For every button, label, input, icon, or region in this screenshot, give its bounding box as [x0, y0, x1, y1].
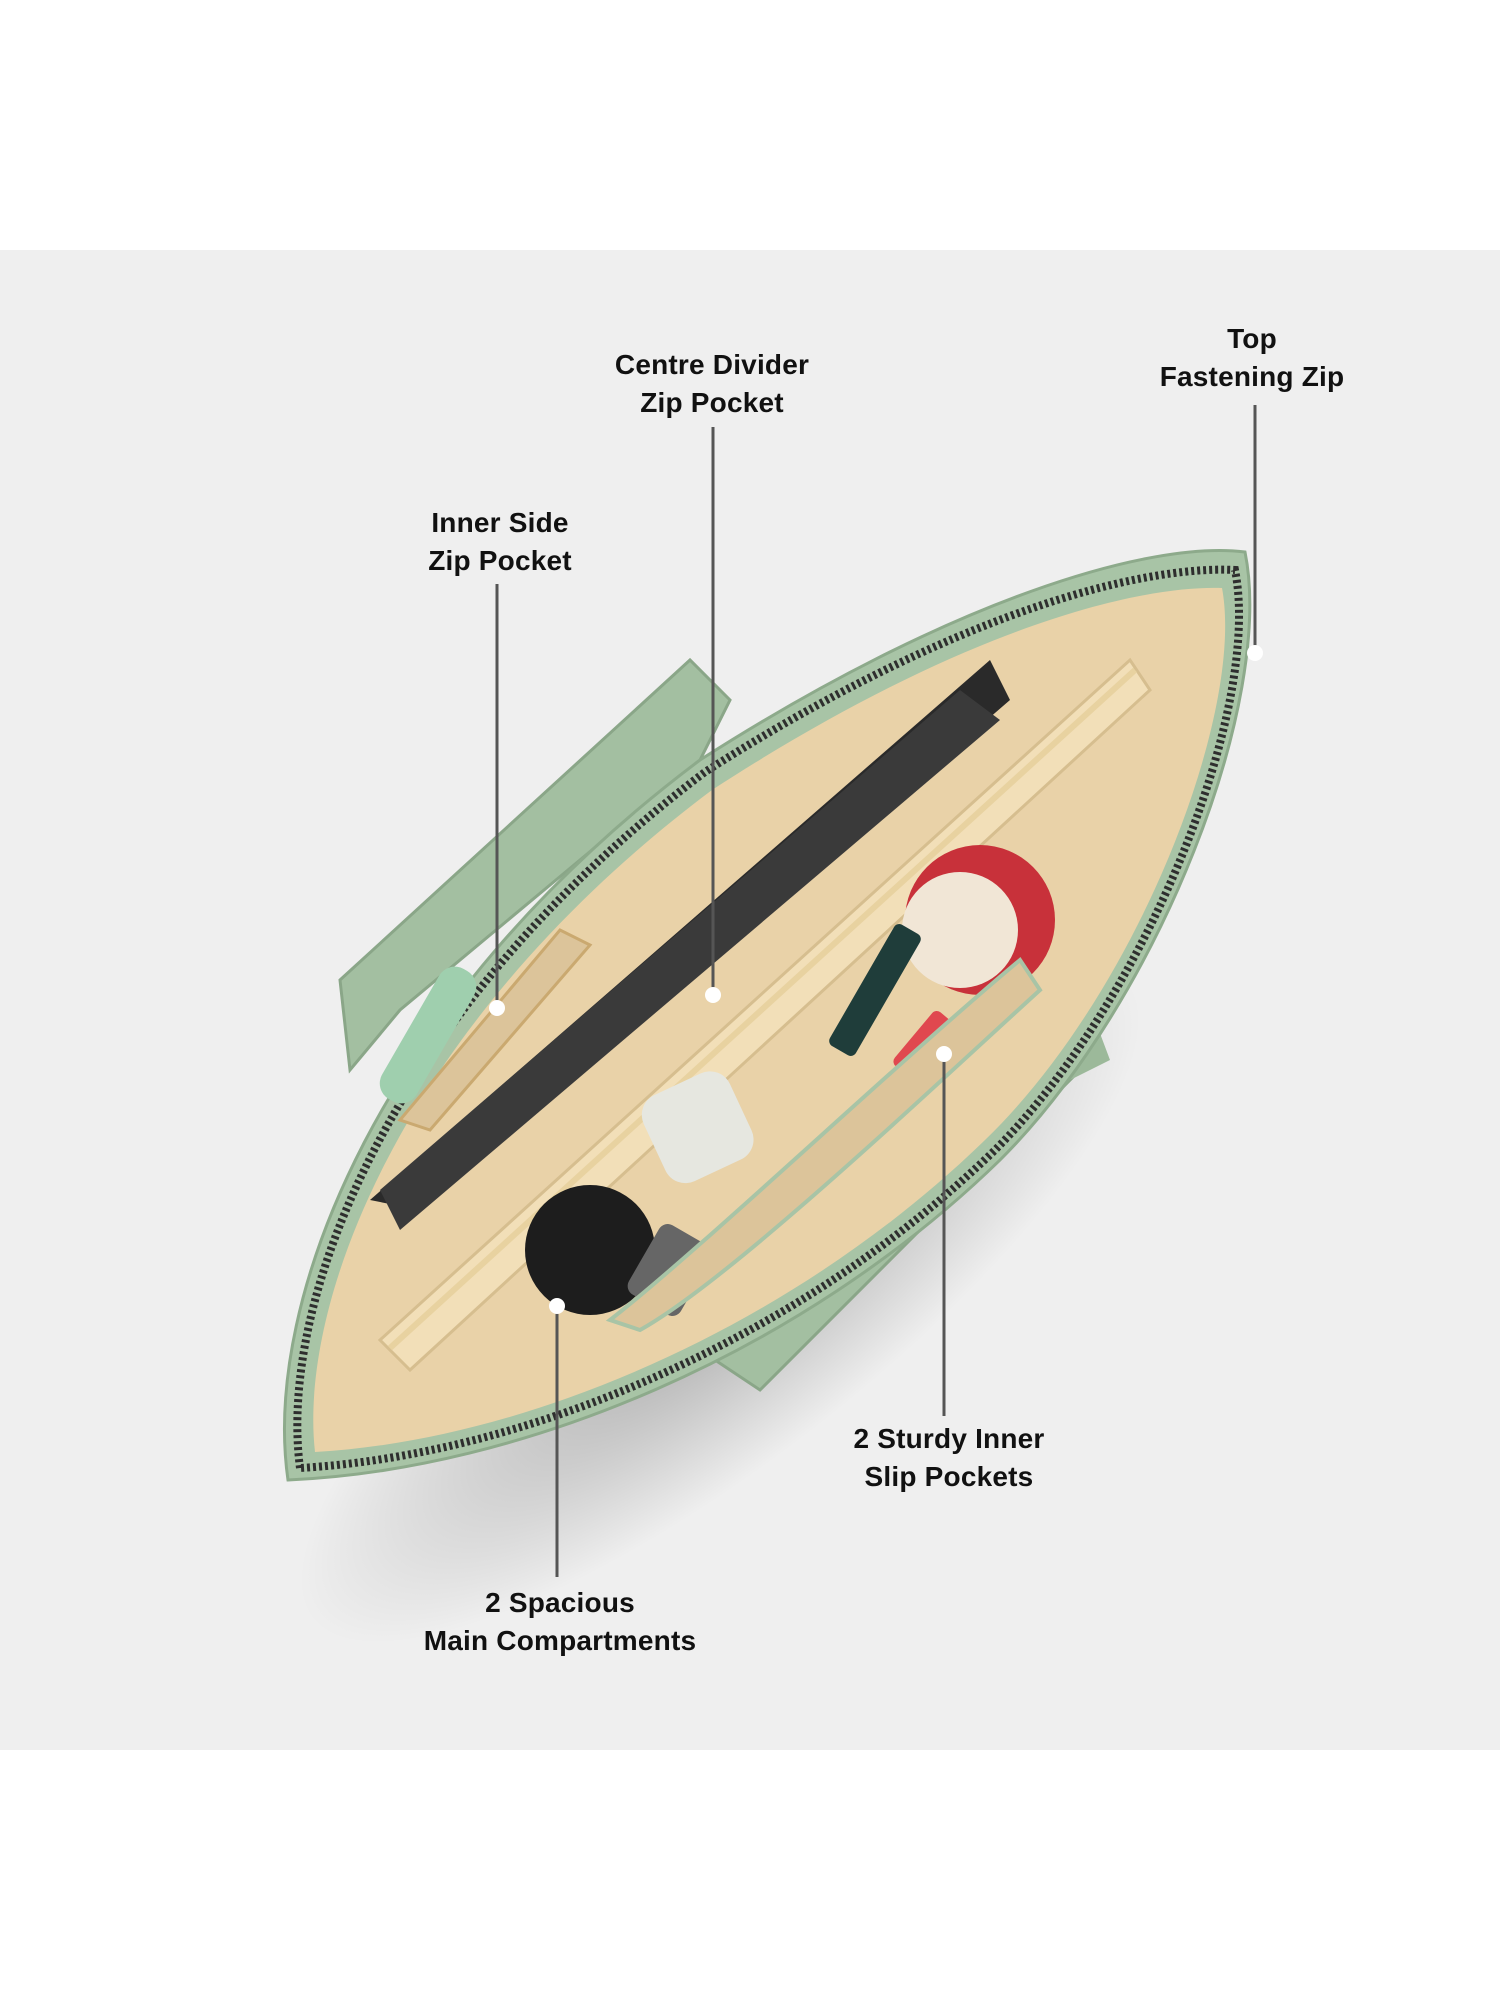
leader-lines [495, 405, 1257, 1577]
slip-pocket [605, 957, 1043, 1333]
callout-top-fastening-zip: Top Fastening Zip [1160, 320, 1345, 396]
divider-zip [387, 667, 1138, 1351]
callout-line: 2 Spacious [485, 1587, 635, 1618]
dot-inner-side [489, 1000, 505, 1016]
back-handle [338, 657, 732, 1074]
callout-dots [489, 645, 1263, 1314]
powder-compact [525, 1185, 655, 1315]
top-zipper [293, 565, 1243, 1473]
dot-main-compartments [549, 1298, 565, 1314]
callout-slip-pockets: 2 Sturdy Inner Slip Pockets [853, 1420, 1044, 1496]
callout-line: Centre Divider [614, 349, 810, 380]
dot-top-zip [1247, 645, 1263, 661]
callout-line: Zip Pocket [640, 387, 784, 418]
laptop-2 [380, 690, 1000, 1230]
dot-centre-divider [705, 987, 721, 1003]
callout-line: Slip Pockets [864, 1461, 1034, 1492]
callout-line: Inner Side [431, 507, 569, 538]
earbuds-case [641, 1071, 754, 1184]
callout-line: Main Compartments [423, 1625, 697, 1656]
perfume [829, 924, 921, 1056]
callout-line: Top [1227, 323, 1277, 354]
callout-centre-divider-zip-pocket: Centre Divider Zip Pocket [615, 346, 809, 422]
phone [379, 966, 477, 1104]
inner-side-pocket [397, 928, 593, 1132]
callout-inner-side-zip-pocket: Inner Side Zip Pocket [428, 504, 572, 580]
callout-line: Zip Pocket [428, 545, 572, 576]
dot-slip-pockets [936, 1046, 952, 1062]
callout-line: Fastening Zip [1159, 361, 1345, 392]
callout-line: 2 Sturdy Inner [853, 1423, 1045, 1454]
callout-main-compartments: 2 Spacious Main Compartments [424, 1584, 697, 1660]
coffee-cup-lid [902, 872, 1018, 988]
